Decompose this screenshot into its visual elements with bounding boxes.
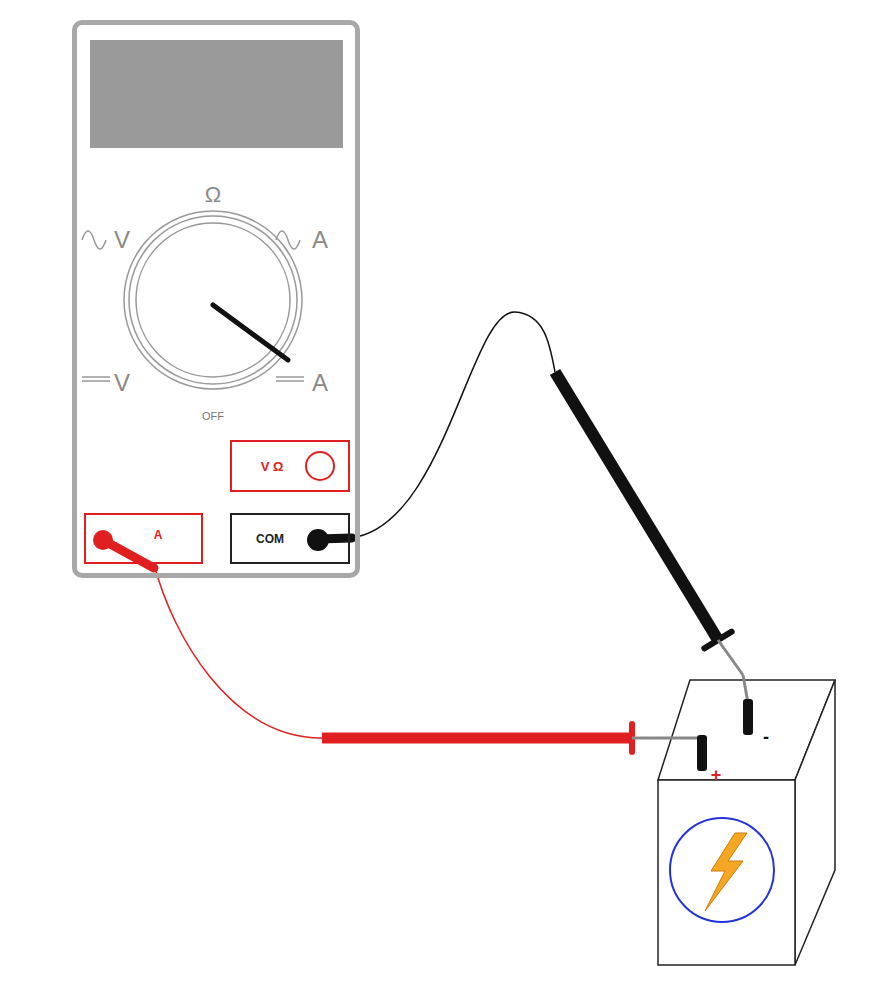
selector-dial [124,211,302,389]
test-lead [154,564,655,752]
amp-jack: A [84,513,203,564]
terminal-label: - [763,728,769,746]
test-lead [350,312,743,675]
jack-label: COM [256,533,284,545]
probe-tip [655,737,699,740]
dial-label: Ω [205,184,221,206]
battery-logo [670,818,774,922]
dial-label: V [114,228,130,252]
lead-wire [154,564,322,738]
probe-handle [322,733,632,744]
battery-side [795,680,835,965]
multimeter-body: Ω V A V A OFF V Ω A COM [72,20,360,578]
negative-terminal [743,699,753,735]
meter-face [74,22,358,576]
jack-label: V Ω [261,460,284,473]
probe-tip [743,675,748,703]
dial-label: A [312,228,328,252]
battery: -+ [655,675,840,970]
dial-label: A [312,371,328,395]
probe-handle [555,372,718,640]
jack-label: A [154,529,163,541]
lightning-bolt [705,833,747,911]
meter-display [90,40,343,148]
dial-label: V [114,371,130,395]
probe-tip [632,737,655,740]
black-plug [307,529,352,551]
volt-ohm-jack: V Ω [230,440,350,492]
common-jack: COM [230,513,350,564]
probe-tip [718,640,743,675]
terminal-label: + [711,766,722,784]
lead-wire [350,312,555,538]
jack-socket [306,452,334,480]
battery-drawing [655,675,840,970]
dial-label: OFF [202,411,224,422]
battery-front [658,780,795,965]
positive-terminal [697,735,707,771]
